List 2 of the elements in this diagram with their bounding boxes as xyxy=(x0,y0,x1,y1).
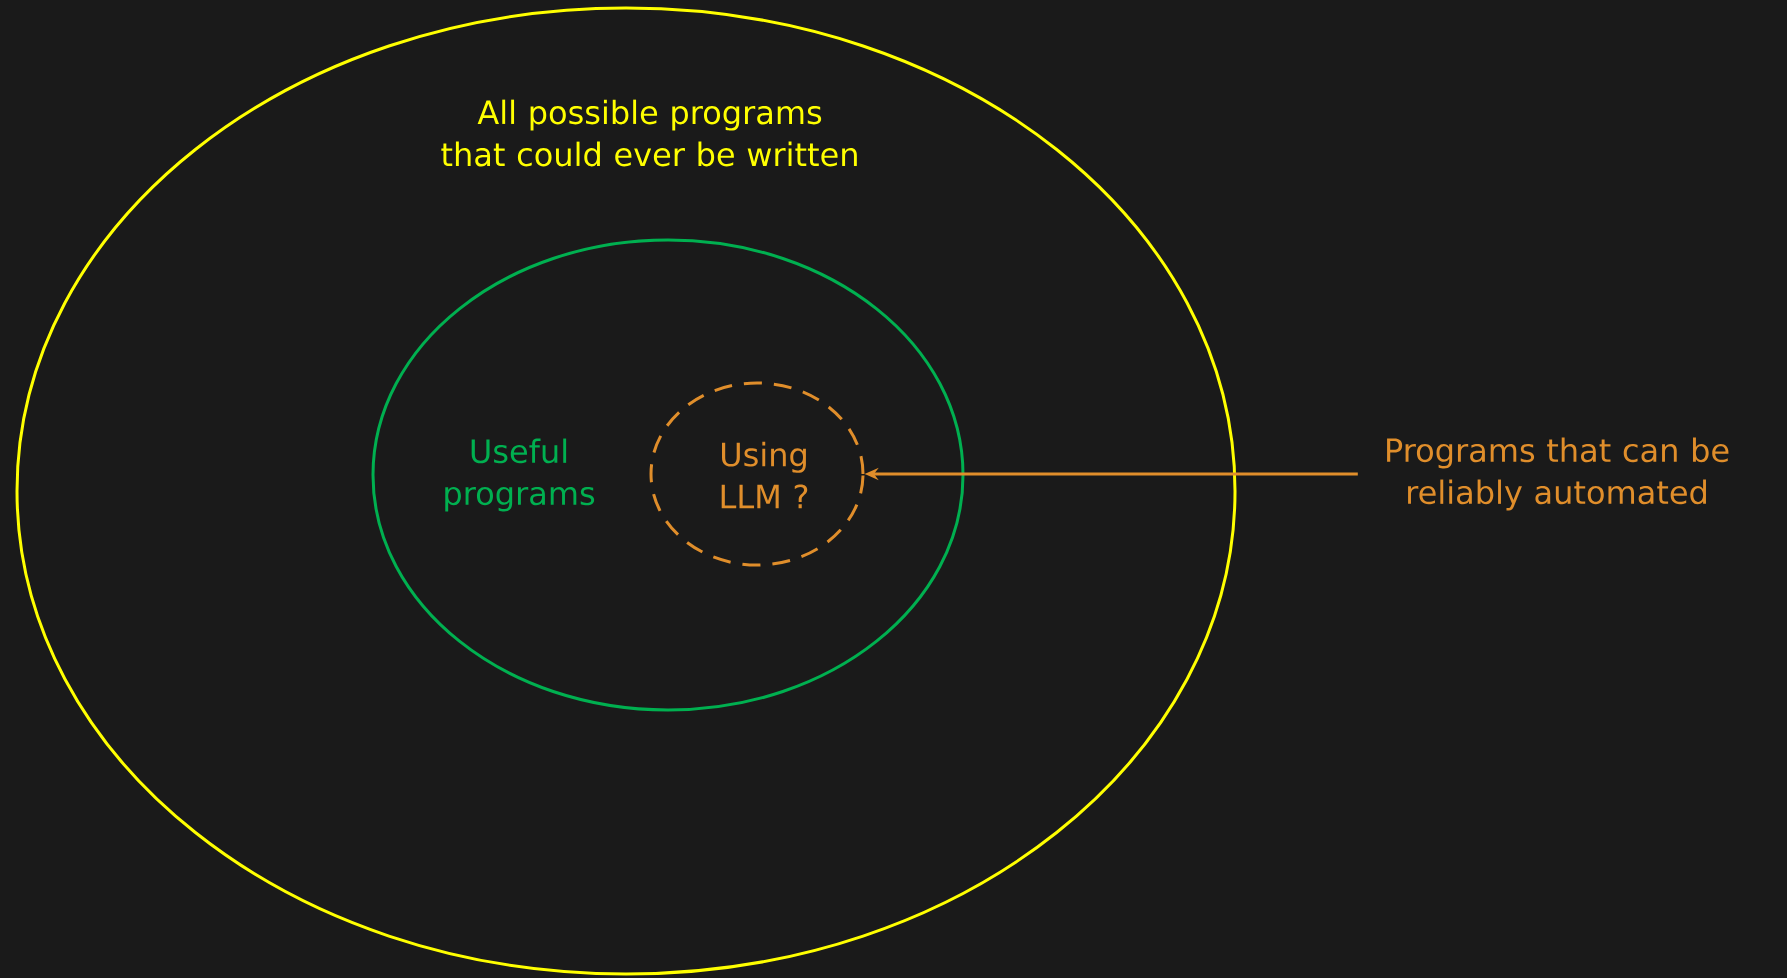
ellipse-region: Using LLM ? xyxy=(649,381,865,567)
annotation-text: Programs that can be reliably automated xyxy=(1387,437,1729,511)
